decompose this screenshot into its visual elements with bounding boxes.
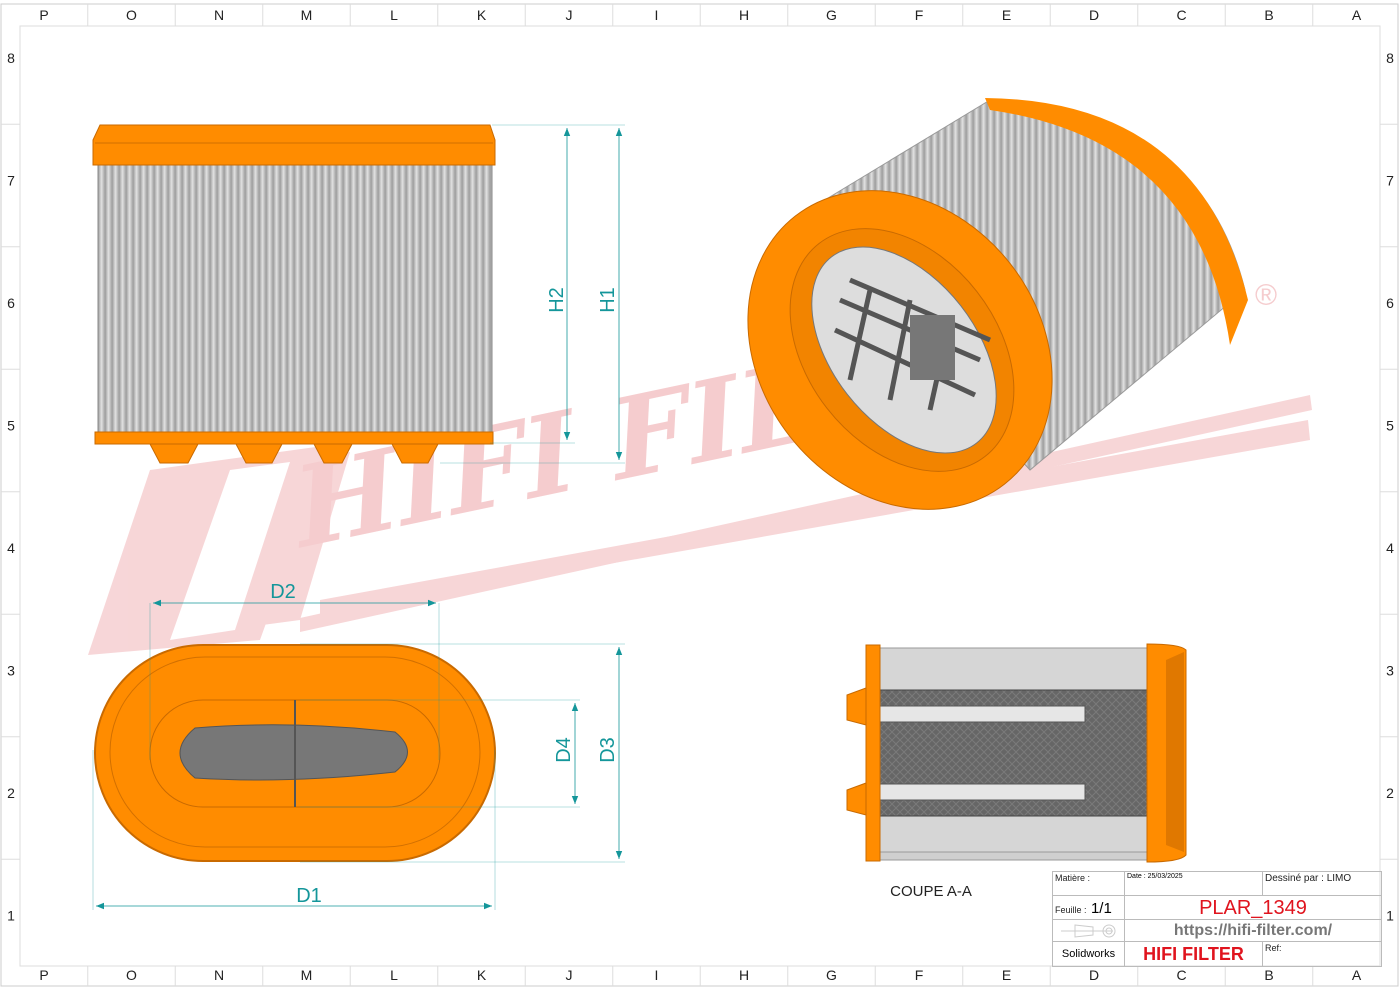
section-label: COUPE A-A — [890, 883, 972, 900]
column-label: H — [739, 967, 749, 983]
dimension-h1-label: H1 — [597, 287, 619, 313]
row-label: 3 — [1386, 663, 1394, 679]
dimension-d3-label: D3 — [597, 737, 619, 763]
column-label: H — [739, 7, 749, 23]
dimension-d2-label: D2 — [270, 581, 296, 603]
column-label: F — [915, 7, 924, 23]
column-label: B — [1264, 7, 1273, 23]
column-label: E — [1002, 967, 1011, 983]
column-label: P — [39, 7, 48, 23]
drawn-by: Dessiné par : LIMO — [1263, 872, 1381, 896]
column-label: M — [301, 7, 313, 23]
column-label: B — [1264, 967, 1273, 983]
row-label: 8 — [7, 50, 15, 66]
sheet-label: Feuille : — [1055, 905, 1087, 915]
column-label: E — [1002, 7, 1011, 23]
column-label: C — [1176, 967, 1186, 983]
row-label: 4 — [7, 540, 15, 556]
section-view — [846, 643, 1187, 863]
isometric-view — [747, 98, 1248, 510]
column-label: J — [566, 7, 573, 23]
row-label: 3 — [7, 663, 15, 679]
title-block: Matière : Date : 25/03/2025 Dessiné par … — [1052, 871, 1382, 967]
column-label: O — [126, 7, 137, 23]
row-label: 2 — [7, 785, 15, 801]
column-label: K — [477, 7, 487, 23]
row-label: 6 — [7, 295, 15, 311]
top-view — [94, 644, 496, 862]
column-label: C — [1176, 7, 1186, 23]
front-view — [92, 124, 496, 464]
projection-symbol-icon — [1053, 920, 1125, 942]
column-label: G — [826, 7, 837, 23]
column-label: N — [214, 967, 224, 983]
row-labels-right: 8 7 6 5 4 3 2 1 — [1380, 50, 1398, 924]
row-labels-left: 8 7 6 5 4 3 2 1 — [1, 50, 20, 924]
row-label: 8 — [1386, 50, 1394, 66]
software: Solidworks — [1053, 942, 1125, 966]
part-number: PLAR_1349 — [1125, 896, 1381, 920]
column-label: K — [477, 967, 487, 983]
ref-label: Ref: — [1265, 943, 1282, 953]
date: Date : 25/03/2025 — [1125, 872, 1263, 896]
row-label: 1 — [1386, 908, 1394, 924]
dimension-h — [440, 124, 625, 464]
column-label: L — [390, 967, 398, 983]
column-label: D — [1089, 967, 1099, 983]
website-url[interactable]: https://hifi-filter.com/ — [1125, 920, 1381, 942]
column-label: A — [1352, 7, 1362, 23]
column-label: G — [826, 967, 837, 983]
row-label: 4 — [1386, 540, 1394, 556]
column-label: F — [915, 967, 924, 983]
column-label: I — [655, 7, 659, 23]
dimension-d — [92, 599, 625, 910]
dimension-h2-label: H2 — [546, 287, 568, 313]
row-label: 5 — [1386, 418, 1394, 434]
row-label: 5 — [7, 418, 15, 434]
row-label: 7 — [1386, 173, 1394, 189]
column-label: I — [655, 967, 659, 983]
material-label: Matière : — [1053, 872, 1125, 896]
row-label: 2 — [1386, 785, 1394, 801]
dimension-d4-label: D4 — [553, 737, 575, 763]
column-label: D — [1089, 7, 1099, 23]
sheet-value: 1/1 — [1090, 900, 1112, 917]
column-label: J — [566, 967, 573, 983]
column-label: P — [39, 967, 48, 983]
brand-name: HIFI FILTER — [1125, 942, 1263, 966]
column-label: A — [1352, 967, 1362, 983]
sheet-cell: Feuille : 1/1 — [1053, 896, 1125, 920]
registered-mark: ® — [1255, 279, 1277, 312]
column-label: M — [301, 967, 313, 983]
row-label: 1 — [7, 908, 15, 924]
column-label: L — [390, 7, 398, 23]
column-label: N — [214, 7, 224, 23]
row-label: 7 — [7, 173, 15, 189]
column-label: O — [126, 967, 137, 983]
row-label: 6 — [1386, 295, 1394, 311]
dimension-d1-label: D1 — [296, 885, 322, 907]
